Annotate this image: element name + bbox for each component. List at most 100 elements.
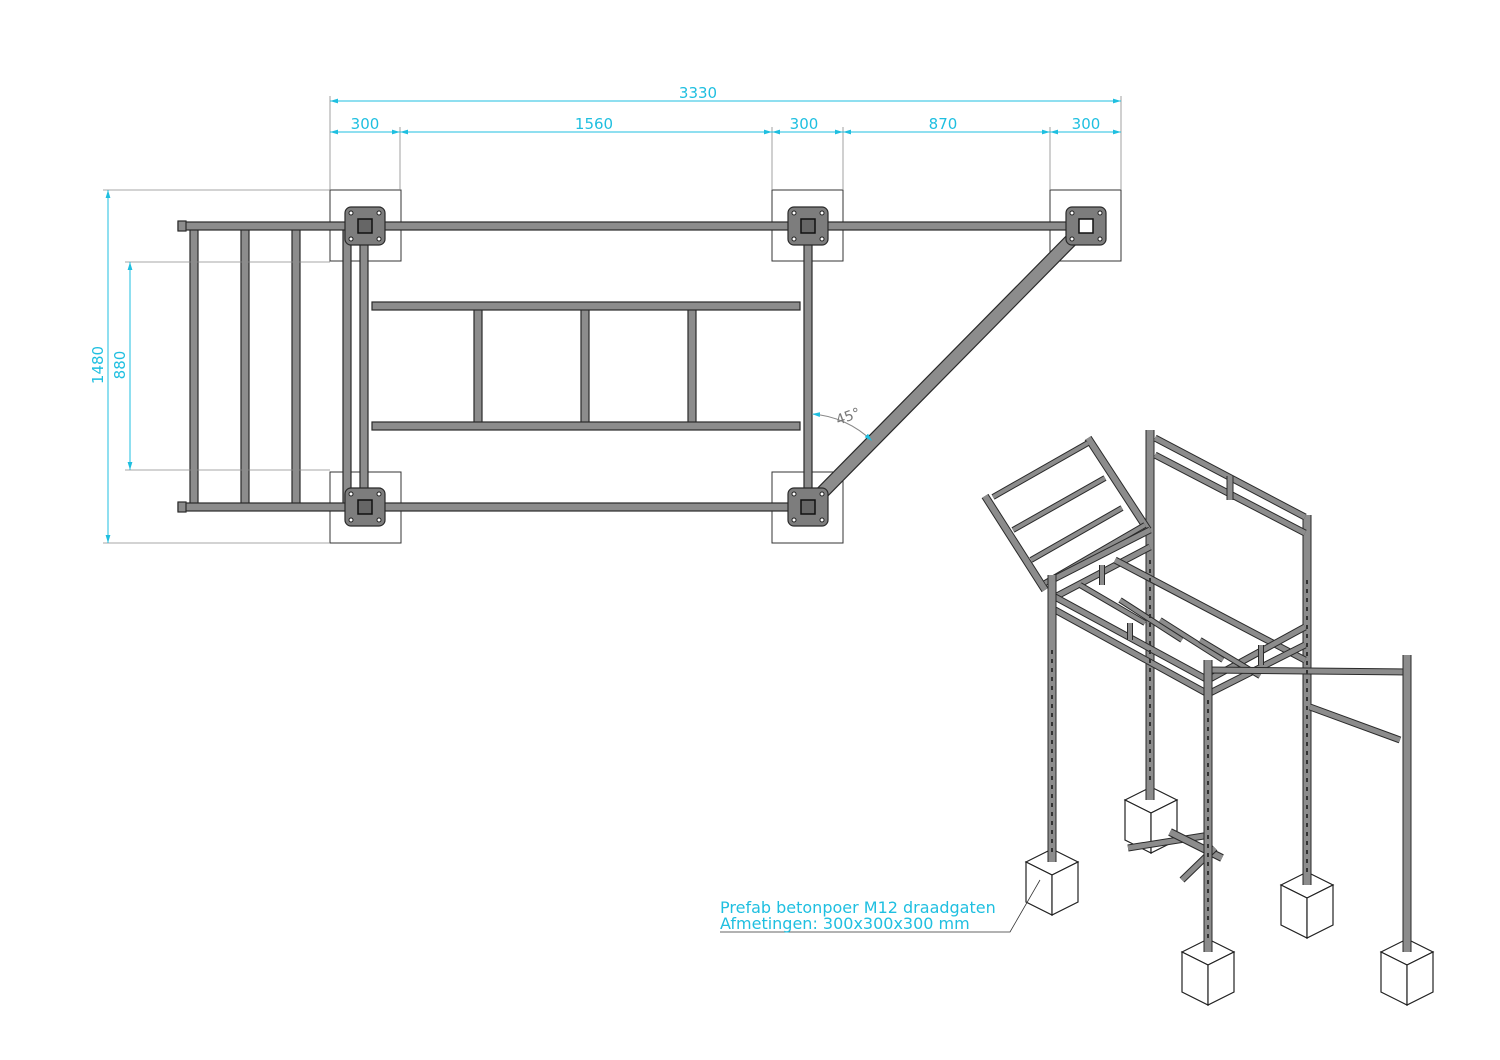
adjustment-hole <box>1207 889 1209 893</box>
adjustment-hole <box>1306 823 1308 827</box>
adjustment-hole <box>1051 659 1053 663</box>
post-section <box>357 499 373 515</box>
adjustment-hole <box>1207 916 1209 920</box>
adjustment-hole <box>1149 686 1151 690</box>
post-section <box>357 218 373 234</box>
steel-tube <box>371 301 801 311</box>
adjustment-hole <box>1207 772 1209 776</box>
adjustment-hole <box>1207 862 1209 866</box>
adjustment-hole <box>1149 767 1151 771</box>
base-plates <box>344 206 1107 527</box>
adjustment-hole <box>1051 776 1053 780</box>
adjustment-hole <box>1051 722 1053 726</box>
steel-tube <box>1309 704 1401 743</box>
adjustment-hole <box>1306 832 1308 836</box>
post-section <box>1078 218 1094 234</box>
steel-tube <box>687 305 697 427</box>
dim-segment-3: 300 <box>790 115 819 133</box>
adjustment-hole <box>1306 796 1308 800</box>
adjustment-hole <box>1306 643 1308 647</box>
adjustment-hole <box>1149 650 1151 654</box>
adjustment-hole <box>1149 659 1151 663</box>
adjustment-hole <box>1051 650 1053 654</box>
bolt-hole <box>791 491 797 497</box>
adjustment-hole <box>1306 652 1308 656</box>
steel-tube <box>1053 607 1210 697</box>
adjustment-hole <box>1306 715 1308 719</box>
adjustment-hole <box>1149 695 1151 699</box>
adjustment-hole <box>1149 614 1151 618</box>
adjustment-hole <box>1306 769 1308 773</box>
adjustment-hole <box>1207 826 1209 830</box>
steel-tube <box>803 225 813 508</box>
adjustment-hole <box>1149 704 1151 708</box>
tube-end <box>177 220 187 232</box>
steel-tube <box>580 305 590 427</box>
adjustment-hole <box>1207 934 1209 938</box>
adjustment-hole <box>1051 794 1053 798</box>
steel-tube <box>291 225 301 508</box>
adjustment-hole <box>1149 677 1151 681</box>
adjustment-hole <box>1149 749 1151 753</box>
adjustment-hole <box>1051 695 1053 699</box>
steel-tube <box>342 225 352 508</box>
adjustment-hole <box>1207 736 1209 740</box>
post-section <box>800 499 816 515</box>
adjustment-hole <box>1149 713 1151 717</box>
steel-tube <box>1030 506 1123 562</box>
adjustment-hole <box>1306 742 1308 746</box>
adjustment-hole <box>1207 835 1209 839</box>
adjustment-hole <box>1051 848 1053 852</box>
adjustment-hole <box>1306 688 1308 692</box>
note-line-1: Prefab betonpoer M12 draadgaten <box>720 898 996 917</box>
adjustment-hole <box>1149 731 1151 735</box>
concrete-block-side <box>1306 884 1334 939</box>
adjustment-hole <box>1149 776 1151 780</box>
adjustment-hole <box>1306 859 1308 863</box>
bolt-hole <box>819 210 825 216</box>
foundation-note: Prefab betonpoer M12 draadgaten Afmeting… <box>720 879 1041 933</box>
adjustment-hole <box>1051 839 1053 843</box>
adjustment-hole <box>1306 670 1308 674</box>
adjustment-hole <box>1207 799 1209 803</box>
adjustment-hole <box>1051 758 1053 762</box>
adjustment-hole <box>1207 790 1209 794</box>
adjustment-hole <box>1306 814 1308 818</box>
adjustment-hole <box>1149 596 1151 600</box>
plan-view: 45° <box>177 189 1122 544</box>
steel-tube <box>359 225 369 508</box>
adjustment-hole <box>1306 697 1308 701</box>
adjustment-hole <box>1207 817 1209 821</box>
dimension-lines: 3330 300 1560 300 870 300 1480 880 <box>89 84 1122 544</box>
steel-tube <box>992 441 1089 499</box>
dim-segment-4: 870 <box>929 115 958 133</box>
dim-segment-1: 300 <box>351 115 380 133</box>
concrete-block-side <box>1406 951 1434 1006</box>
steel-tube <box>189 225 199 508</box>
adjustment-hole <box>1207 700 1209 704</box>
adjustment-hole <box>1051 740 1053 744</box>
adjustment-hole <box>1207 709 1209 713</box>
dim-total-width: 1480 <box>89 346 107 384</box>
bolt-hole <box>1097 210 1103 216</box>
adjustment-hole <box>1306 607 1308 611</box>
steel-tube <box>177 221 1086 231</box>
steel-tube <box>1078 583 1147 625</box>
adjustment-hole <box>1149 578 1151 582</box>
steel-tube <box>1158 618 1225 662</box>
dim-total-length: 3330 <box>679 84 717 102</box>
adjustment-hole <box>1207 871 1209 875</box>
adjustment-hole <box>1306 805 1308 809</box>
adjustment-hole <box>1207 880 1209 884</box>
adjustment-hole <box>1306 841 1308 845</box>
adjustment-hole <box>1149 569 1151 573</box>
adjustment-hole <box>1306 850 1308 854</box>
adjustment-hole <box>1306 580 1308 584</box>
bolt-hole <box>376 236 382 242</box>
adjustment-hole <box>1207 754 1209 758</box>
adjustment-hole <box>1207 898 1209 902</box>
adjustment-hole <box>1207 853 1209 857</box>
bolt-hole <box>1097 236 1103 242</box>
adjustment-hole <box>1051 785 1053 789</box>
